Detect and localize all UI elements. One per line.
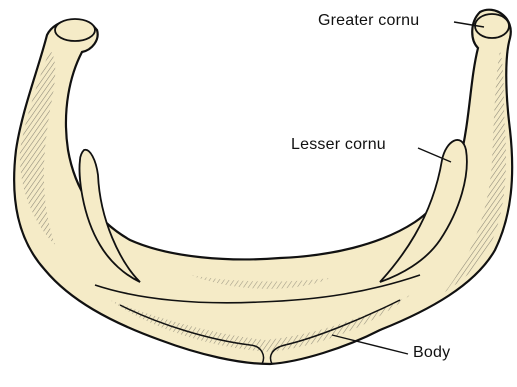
label-body: Body — [413, 344, 450, 362]
label-greater-cornu: Greater cornu — [318, 12, 419, 30]
label-lesser-cornu: Lesser cornu — [291, 136, 386, 154]
left-greater-cornu-tip — [55, 19, 95, 41]
